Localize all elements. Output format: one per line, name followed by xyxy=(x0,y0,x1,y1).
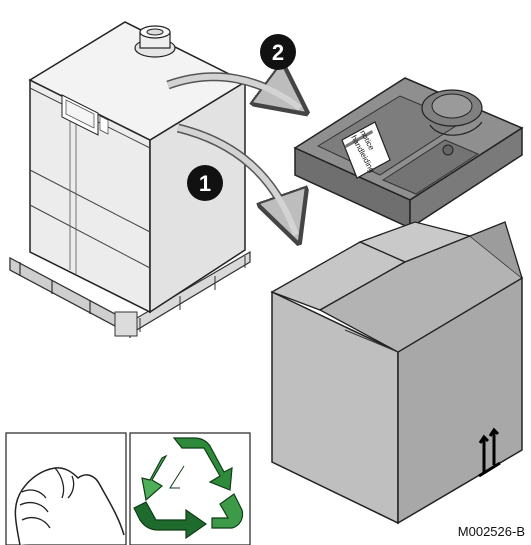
recycling-panel xyxy=(130,433,250,545)
step-number-1: 1 xyxy=(199,171,211,196)
step-badge-1: 1 xyxy=(187,165,223,201)
hand-panel xyxy=(6,433,126,545)
step-number-2: 2 xyxy=(272,40,284,65)
foam-packing-insert-icon: notice handleiding xyxy=(295,78,522,228)
reference-code: M002526-B xyxy=(458,524,525,539)
step-badge-2: 2 xyxy=(260,34,296,70)
cardboard-box-icon xyxy=(272,222,522,523)
